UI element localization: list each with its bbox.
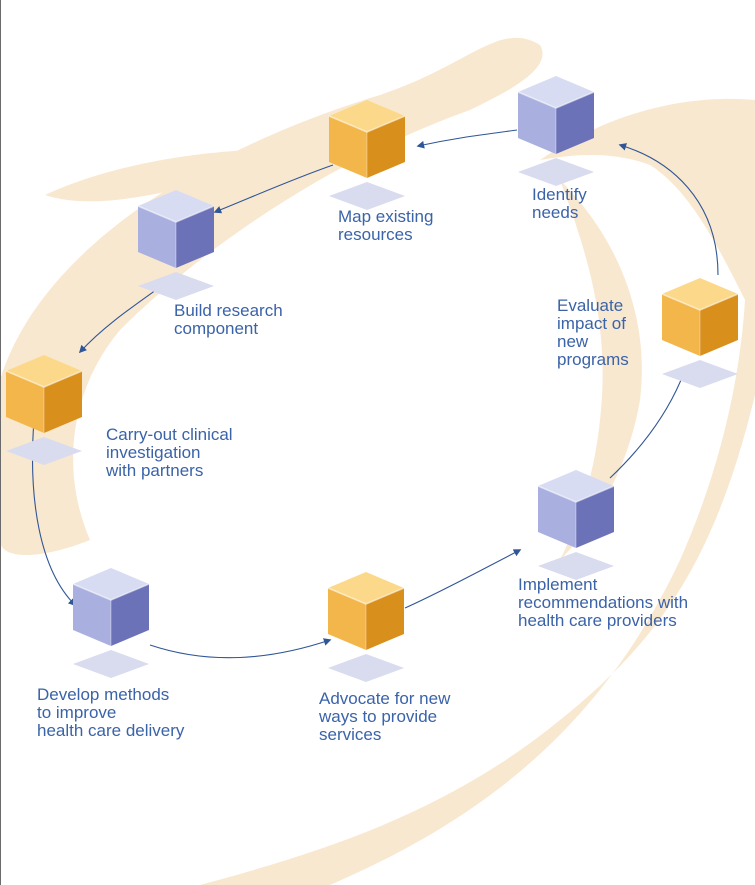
cube-right-face: [111, 584, 149, 646]
cube-right-face: [367, 116, 405, 178]
cycle-arrow-2: [213, 164, 334, 214]
cube-shadow: [518, 158, 594, 186]
cube-shadow: [328, 654, 404, 682]
cube-carry-out-clinical-investigation: [5, 355, 83, 465]
cube-map-existing-resources: [328, 100, 406, 210]
cube-right-face: [176, 206, 214, 268]
swirl-shape-4: [560, 180, 642, 560]
cube-left-face: [138, 206, 176, 268]
cube-edge-highlight: [517, 91, 595, 109]
cube-edge-highlight: [661, 293, 739, 311]
cube-edge-highlight: [5, 370, 83, 388]
cube-left-face: [662, 294, 700, 356]
step-label-evaluate-impact: Evaluate impact of new programs: [557, 296, 629, 369]
cube-shadow: [73, 650, 149, 678]
step-label-build-research-component: Build research component: [174, 301, 283, 338]
cube-right-face: [366, 588, 404, 650]
cube-edge-highlight: [72, 583, 150, 601]
cube-shadow: [538, 552, 614, 580]
swirl-shape-3: [200, 98, 755, 885]
cube-left-face: [329, 116, 367, 178]
cube-right-face: [44, 371, 82, 433]
step-label-carry-out-clinical-investigation: Carry-out clinical investigation with pa…: [106, 425, 233, 480]
cube-shadow: [329, 182, 405, 210]
cube-left-face: [328, 588, 366, 650]
cube-advocate-for-new-ways: [327, 572, 405, 682]
cycle-arrow-6: [404, 549, 522, 609]
cube-left-face: [6, 371, 44, 433]
cube-shadow: [662, 360, 738, 388]
background-swirl: [0, 37, 755, 885]
cube-left-face: [538, 486, 576, 548]
cycle-arrow-1: [416, 129, 518, 149]
step-label-develop-methods: Develop methods to improve health care d…: [37, 685, 185, 740]
cube-implement-recommendations: [537, 470, 615, 580]
step-label-identify-needs: Identify needs: [532, 185, 587, 222]
step-label-advocate-for-new-ways: Advocate for new ways to provide service…: [319, 689, 451, 744]
cube-left-face: [518, 92, 556, 154]
step-label-implement-recommendations: Implement recommendations with health ca…: [518, 575, 689, 630]
cycle-arrow-7: [609, 368, 687, 479]
swirl-shape-1: [0, 37, 543, 556]
cube-identify-needs: [517, 76, 595, 186]
cube-edge-highlight: [537, 485, 615, 503]
cube-shadow: [6, 437, 82, 465]
cube-right-face: [700, 294, 738, 356]
cube-right-face: [556, 92, 594, 154]
cube-shadow: [138, 272, 214, 300]
cube-edge-highlight: [137, 205, 215, 223]
cube-develop-methods: [72, 568, 150, 678]
cycle-arrow-5: [149, 638, 332, 659]
swirl-shape-2: [45, 149, 320, 202]
left-border-line: [0, 0, 1, 885]
cube-left-face: [73, 584, 111, 646]
cube-evaluate-impact: [661, 278, 739, 388]
step-cubes: [5, 76, 739, 682]
step-label-map-existing-resources: Map existing resources: [338, 207, 434, 244]
cube-edge-highlight: [327, 587, 405, 605]
cube-build-research-component: [137, 190, 215, 300]
cube-right-face: [576, 486, 614, 548]
cube-edge-highlight: [328, 115, 406, 133]
cycle-arrow-8: [618, 143, 719, 276]
